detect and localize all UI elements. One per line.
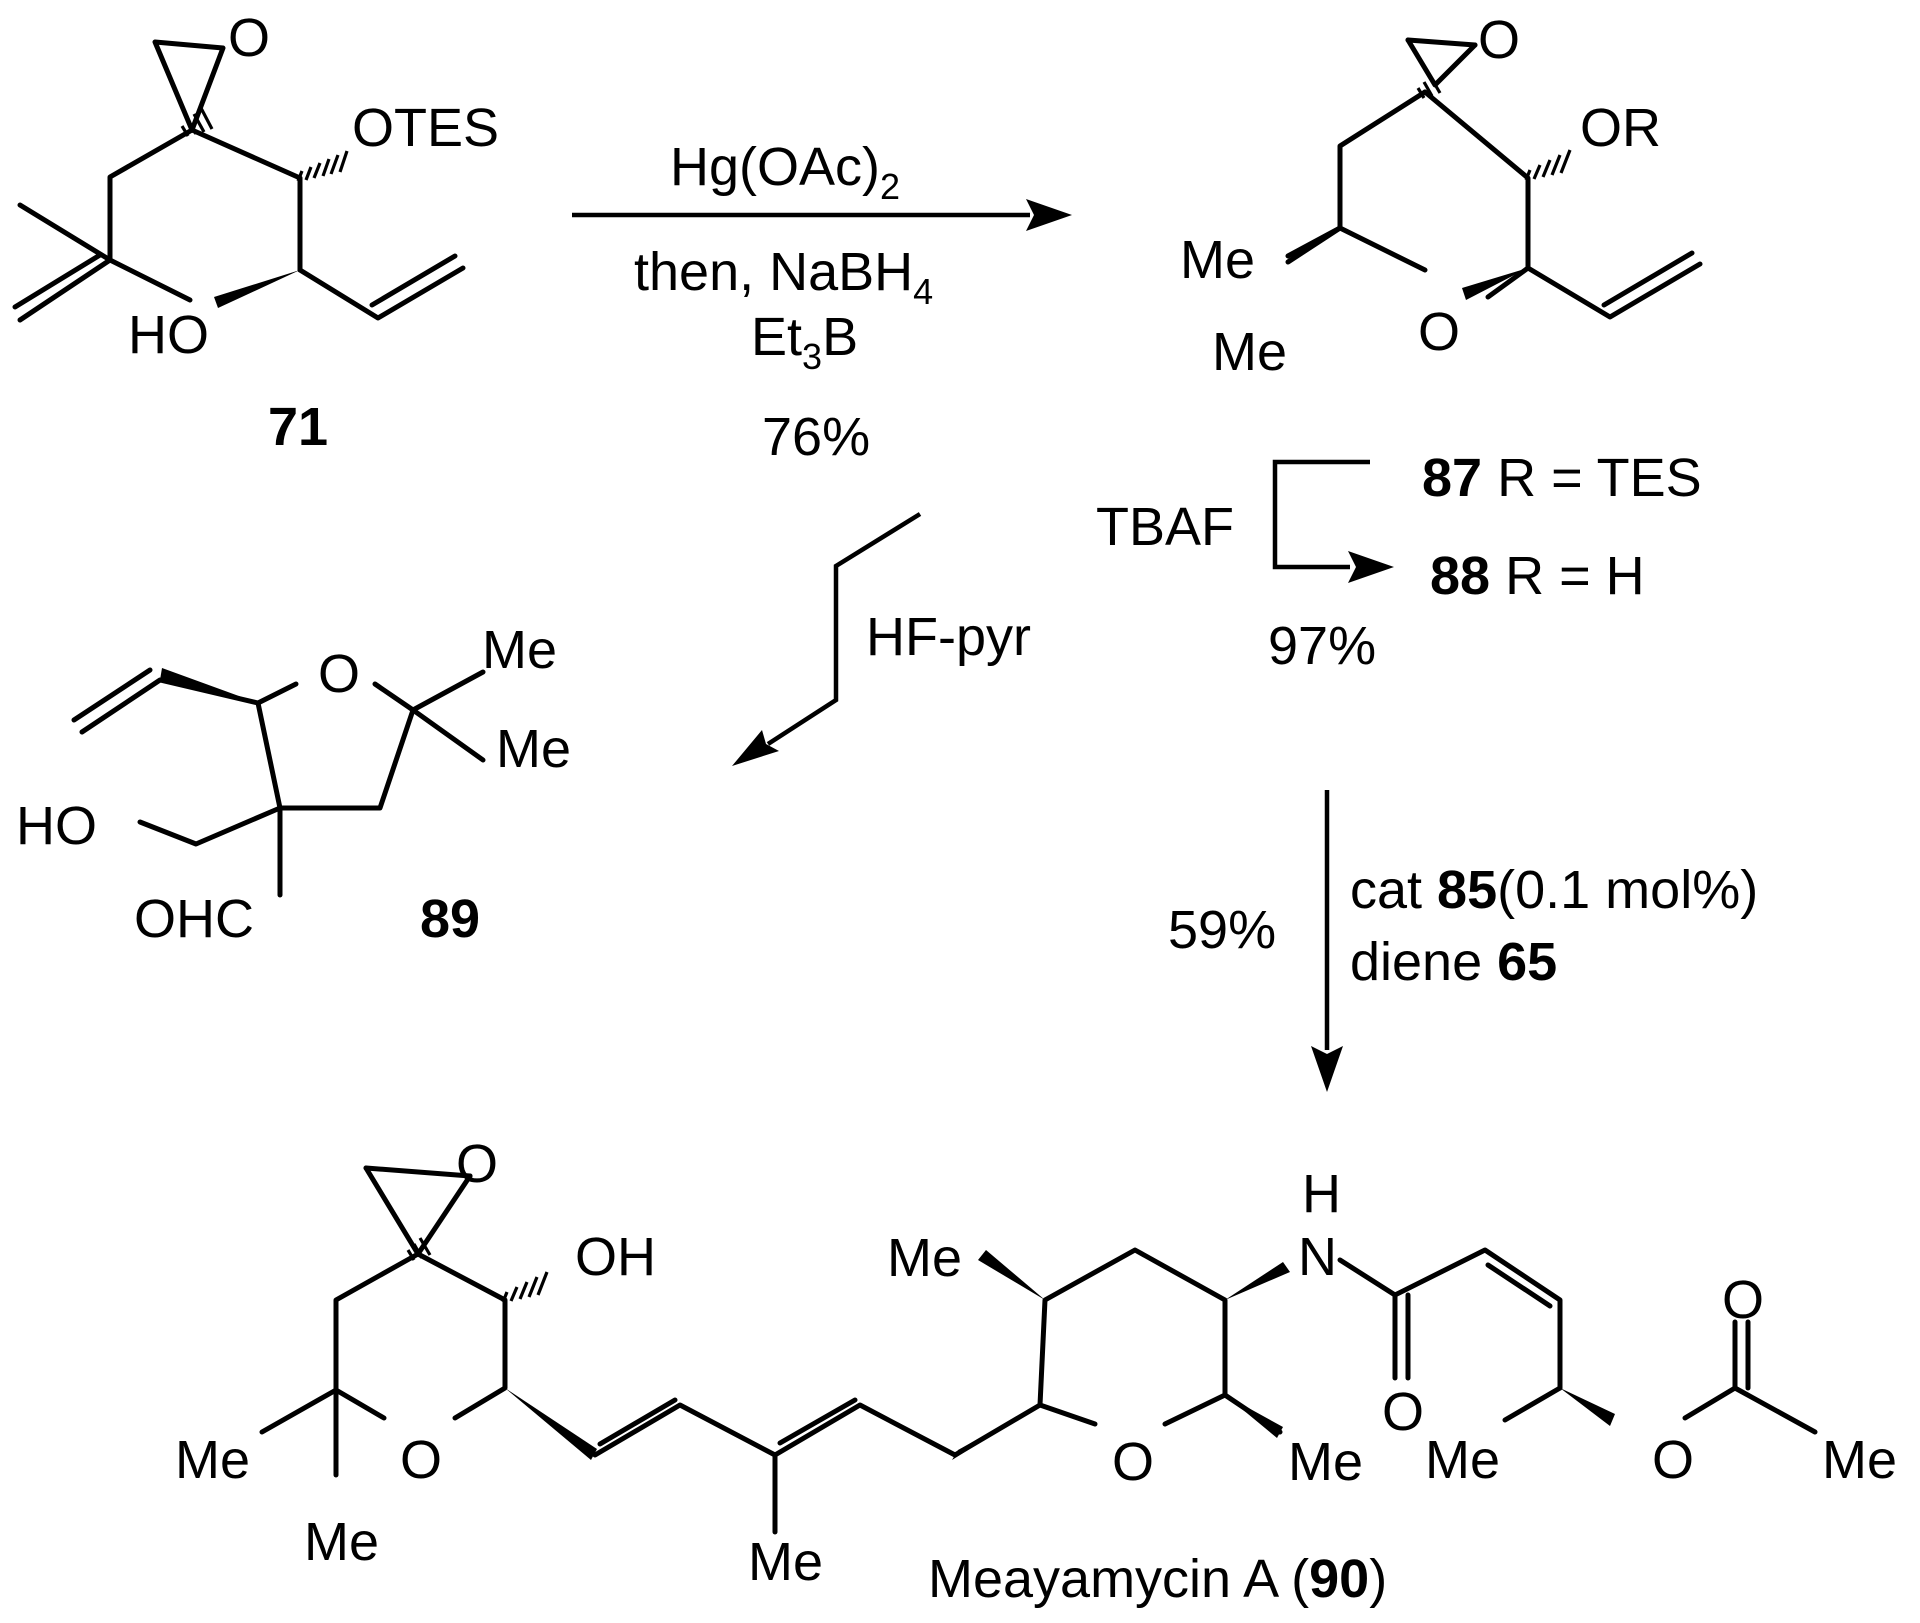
compound-90-me-ring2: Me [1288, 1432, 1363, 1492]
reagent-hf-pyr: HF-pyr [866, 607, 1031, 667]
compound-89-id: 89 [420, 889, 480, 949]
reaction-1: Hg(OAc)2 then, NaBH4 Et3B 76% [572, 137, 1072, 467]
hash-bond [180, 107, 214, 137]
compound-71-otes: OTES [352, 98, 499, 158]
wedge-bond [1560, 1388, 1615, 1426]
hash-bond [296, 150, 349, 182]
wedge-bond [978, 1250, 1045, 1300]
hash-bond [1416, 75, 1442, 99]
compound-90-ring-o1: O [400, 1430, 442, 1490]
compound-87-epoxide-o: O [1478, 10, 1520, 70]
reaction-3: HF-pyr [732, 512, 1031, 766]
compound-87-or: OR [1580, 98, 1661, 158]
compound-90-ring-o2: O [1112, 1432, 1154, 1492]
compound-87-me1: Me [1180, 230, 1255, 290]
compound-88-label: 88 R = H [1430, 546, 1645, 606]
compound-87-label: 87 R = TES [1422, 448, 1702, 508]
compound-90-amide-o: O [1382, 1382, 1424, 1442]
compound-89-ohc: OHC [134, 889, 254, 949]
wedge-bond [160, 668, 258, 703]
compound-71: O OTES HO 71 [12, 8, 499, 457]
compound-90-me-gem2: Me [304, 1512, 379, 1572]
compound-90-me-ac: Me [1425, 1430, 1500, 1490]
reagent-cat-85: cat 85(0.1 mol%) [1350, 860, 1758, 920]
reaction-2: TBAF 97% 87 R = TES 88 R = H [1096, 448, 1702, 676]
compound-71-bonds [12, 39, 466, 323]
arrowhead [1311, 1046, 1343, 1092]
arrowhead [1348, 551, 1394, 583]
compound-87-bonds [1285, 37, 1703, 320]
compound-90: O OH Me Me O Me Me O Me H N O Me O O Me … [175, 1134, 1897, 1609]
compound-90-name: Meayamycin A (90) [928, 1549, 1387, 1609]
hash-bond [1524, 149, 1572, 181]
arrowhead [732, 730, 779, 766]
compound-90-me-gem1: Me [175, 1430, 250, 1490]
compound-90-nh-n: N [1298, 1227, 1337, 1287]
hash-bond [406, 1237, 432, 1261]
compound-90-oh: OH [575, 1227, 656, 1287]
reagent-tbaf: TBAF [1096, 497, 1234, 557]
reagent-hg-oac2: Hg(OAc)2 [670, 137, 900, 207]
compound-89-bonds [71, 667, 486, 898]
compound-89-me1: Me [482, 620, 557, 680]
reagent-nabh4: then, NaBH4 [634, 242, 933, 312]
compound-87-me2: Me [1212, 322, 1287, 382]
compound-90-nh-h: H [1302, 1164, 1341, 1224]
compound-71-id: 71 [268, 397, 328, 457]
compound-90-me-chain: Me [748, 1532, 823, 1592]
compound-87-ring-o: O [1418, 302, 1460, 362]
compound-87: O OR Me Me O [1180, 10, 1703, 382]
compound-89-me2: Me [496, 719, 571, 779]
compound-90-me-ring: Me [887, 1228, 962, 1288]
yield-59: 59% [1168, 900, 1276, 960]
reagent-et3b: Et3B [751, 307, 858, 377]
compound-90-carbonyl-o: O [1722, 1270, 1764, 1330]
compound-89: O Me Me HO OHC 89 [16, 620, 571, 949]
wedge-bond [952, 1405, 1040, 1460]
compound-90-epoxide-o: O [456, 1134, 498, 1194]
reaction-arrow [1272, 459, 1370, 570]
wedge-bond [505, 1388, 597, 1460]
yield-97: 97% [1268, 616, 1376, 676]
compound-90-ester-o: O [1652, 1430, 1694, 1490]
yield-76: 76% [762, 407, 870, 467]
hash-bond [501, 1271, 549, 1303]
compound-71-epoxide-o: O [228, 8, 270, 68]
compound-89-ho: HO [16, 796, 97, 856]
reaction-4: cat 85(0.1 mol%) diene 65 59% [1168, 790, 1758, 1092]
wedge-bond [214, 270, 300, 308]
compound-90-bonds [259, 1165, 1818, 1535]
wedge-bond [1462, 268, 1528, 300]
compound-89-ring-o: O [318, 644, 360, 704]
wedge-bond [1225, 1262, 1290, 1300]
wedge-bond [1225, 1395, 1283, 1438]
compound-71-ho: HO [128, 305, 209, 365]
reaction-arrow [766, 512, 922, 746]
arrowhead [1026, 199, 1072, 231]
reagent-diene-65: diene 65 [1350, 932, 1557, 992]
compound-90-me-acyl: Me [1822, 1430, 1897, 1490]
